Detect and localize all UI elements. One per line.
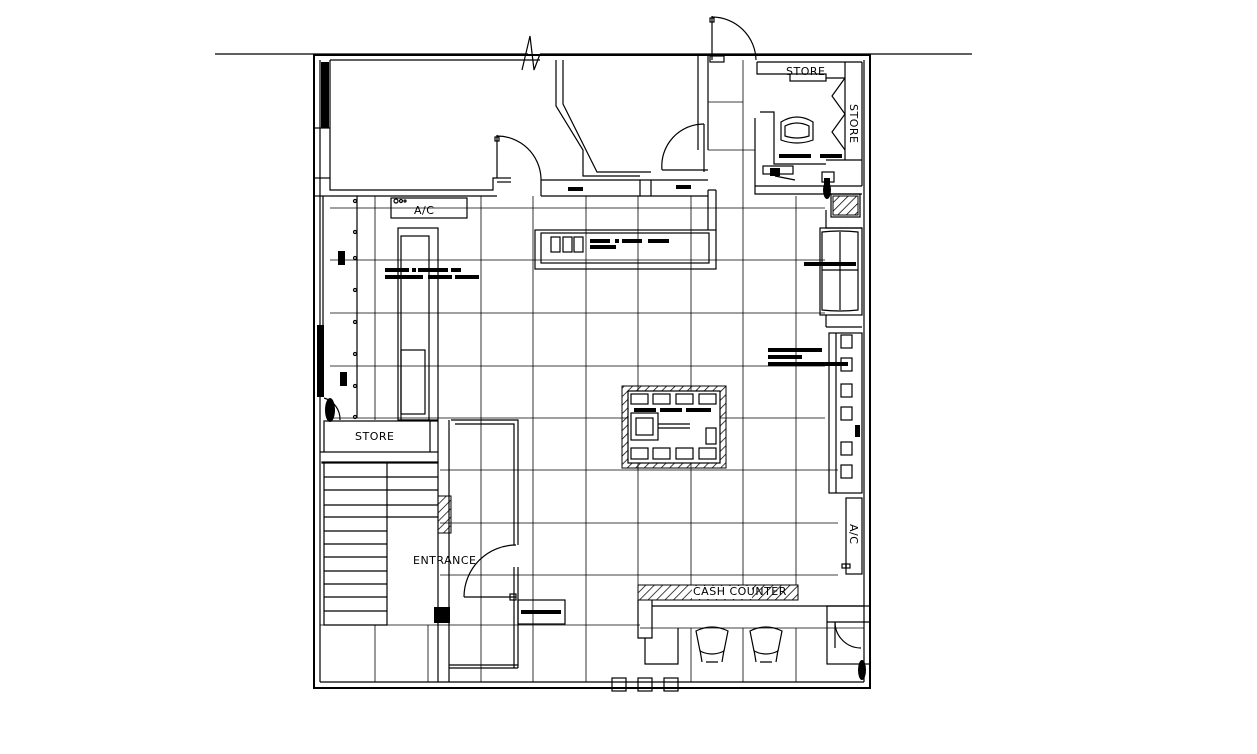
cash-counter bbox=[611, 584, 864, 692]
top-door bbox=[709, 16, 757, 63]
island-display bbox=[621, 385, 727, 469]
label-cash-counter: CASH COUNTER bbox=[693, 585, 787, 598]
label-store-left: STORE bbox=[355, 430, 394, 443]
display-counter-top bbox=[534, 189, 717, 270]
label-entrance: ENTRANCE bbox=[413, 554, 476, 567]
label-ac-top: A/C bbox=[414, 204, 434, 217]
store-and-stairs bbox=[320, 420, 452, 682]
outer-walls bbox=[313, 54, 871, 689]
back-room bbox=[329, 55, 709, 197]
right-wall-fixtures bbox=[768, 193, 863, 575]
label-ac-right: A/C bbox=[847, 524, 860, 544]
bottom-right-room bbox=[826, 605, 871, 680]
label-store-top: STORE bbox=[786, 65, 825, 78]
entrance-partition bbox=[449, 419, 566, 669]
left-wall-fixtures bbox=[322, 196, 479, 422]
store-rooms bbox=[754, 61, 863, 199]
floor-tile-grid bbox=[320, 60, 864, 682]
label-store-side: STORE bbox=[847, 104, 860, 143]
